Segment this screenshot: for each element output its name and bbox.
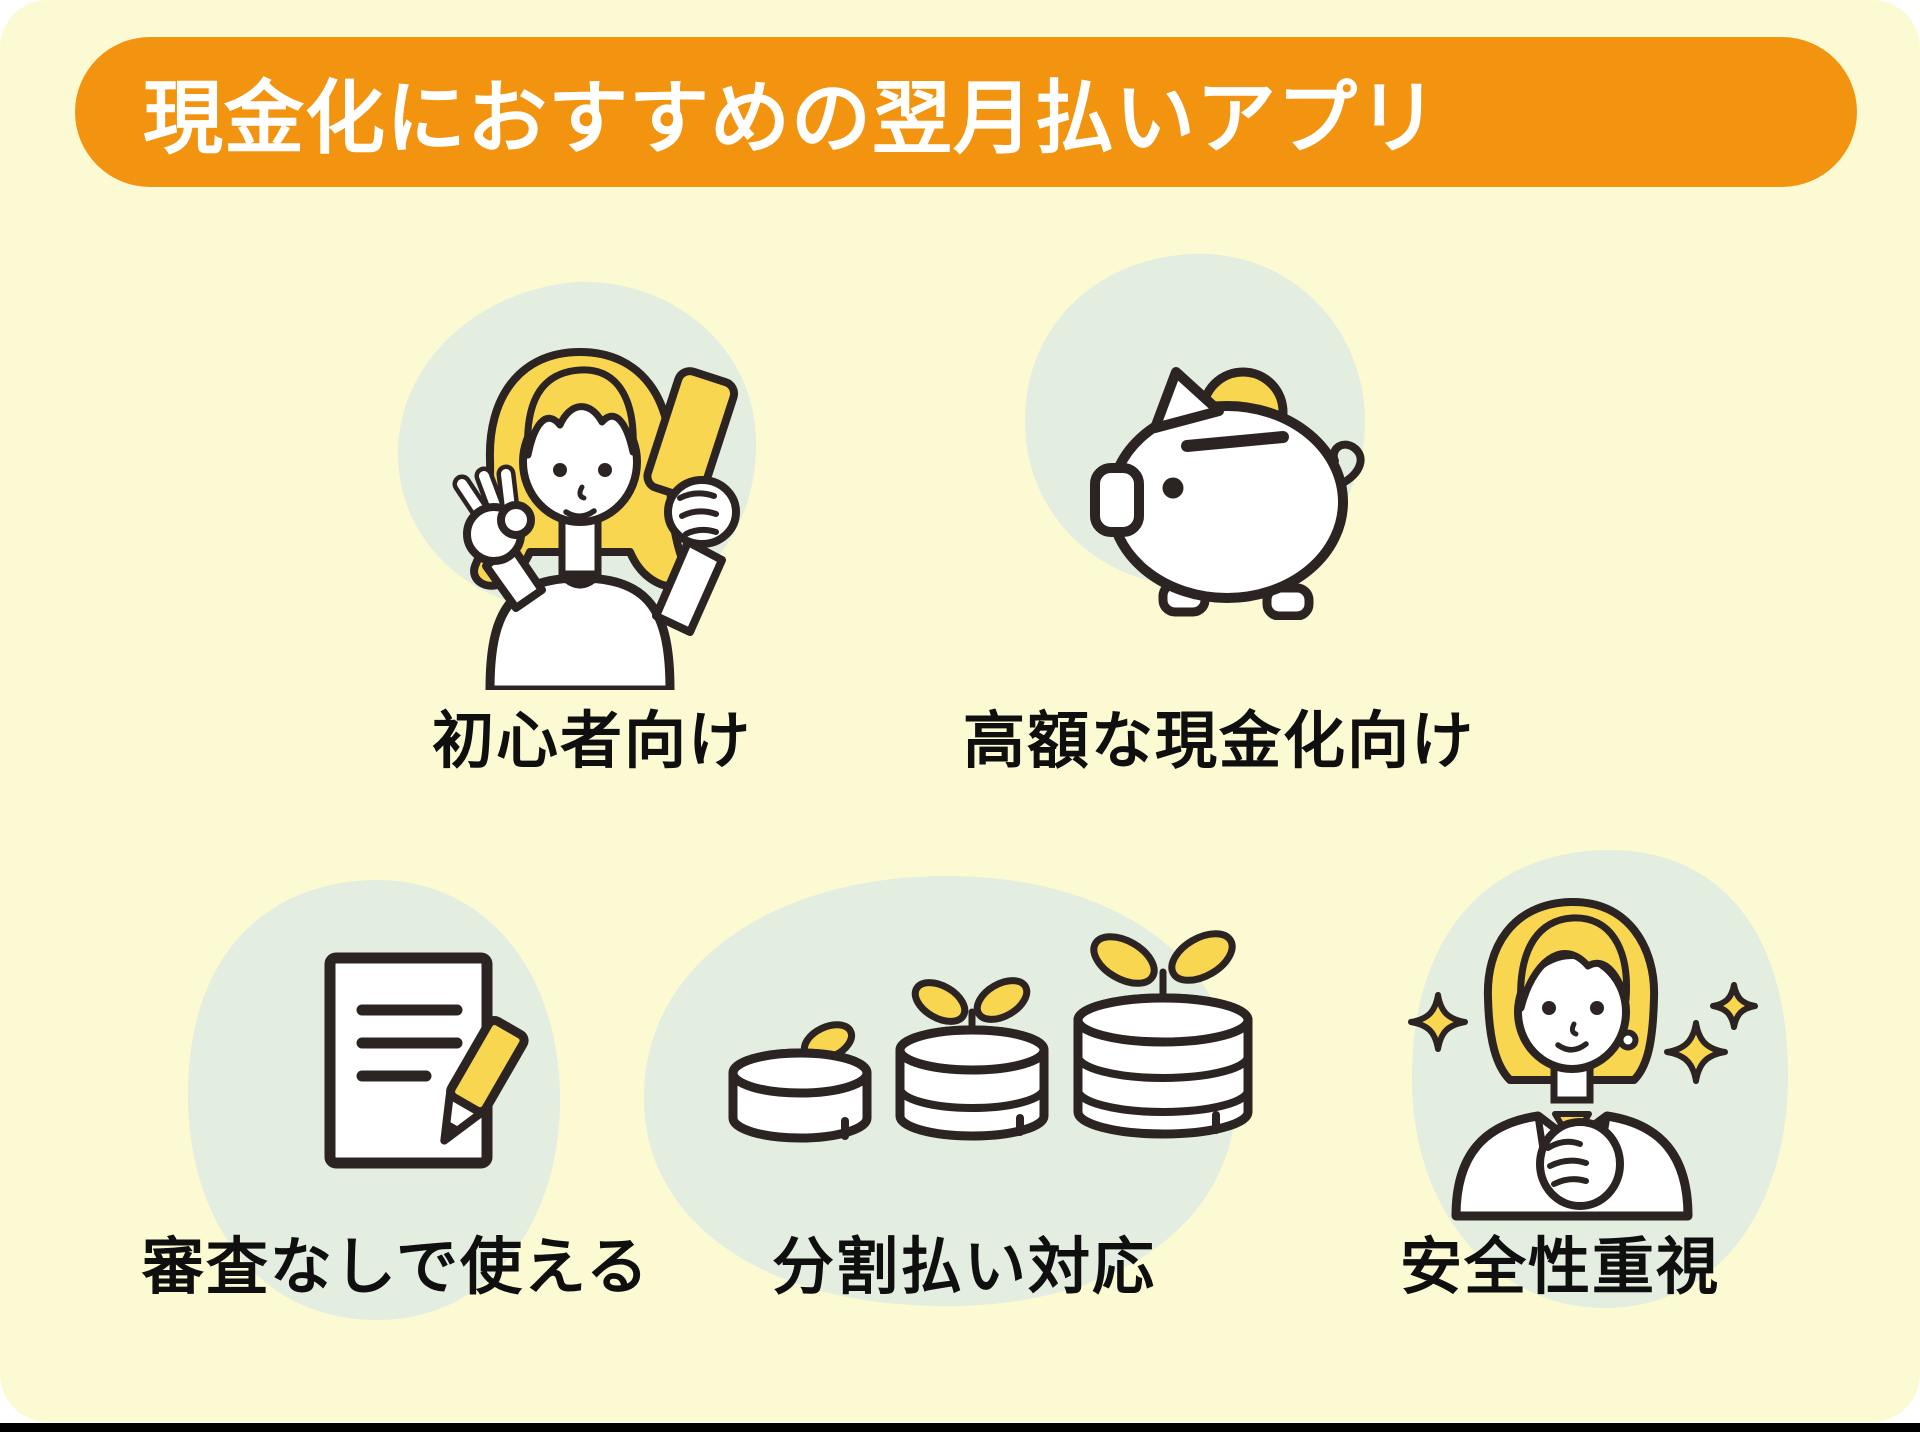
page-title: 現金化におすすめの翌月払いアプリ bbox=[143, 72, 1439, 165]
bottom-edge-bar bbox=[0, 1423, 1920, 1432]
sparkle-woman-icon bbox=[1390, 740, 1820, 1310]
item-label-installment: 分割払い対応 bbox=[771, 1230, 1157, 1303]
sparkle-icon bbox=[1710, 982, 1758, 1030]
piggy-bank-icon bbox=[1015, 240, 1385, 620]
item-label-beginner: 初心者向け bbox=[431, 704, 753, 777]
item-label-safety: 安全性重視 bbox=[1399, 1230, 1721, 1303]
coin-stacks-icon bbox=[600, 860, 1280, 1320]
sparkle-icon bbox=[1408, 992, 1468, 1052]
item-label-no-screening: 審査なしで使える bbox=[141, 1230, 651, 1303]
sparkle-icon bbox=[1664, 1020, 1728, 1084]
item-label-high-amount: 高額な現金化向け bbox=[962, 704, 1476, 777]
title-banner: 現金化におすすめの翌月払いアプリ bbox=[75, 37, 1857, 187]
document-pencil-icon bbox=[180, 870, 570, 1330]
ok-sign-woman-icon bbox=[390, 240, 770, 690]
